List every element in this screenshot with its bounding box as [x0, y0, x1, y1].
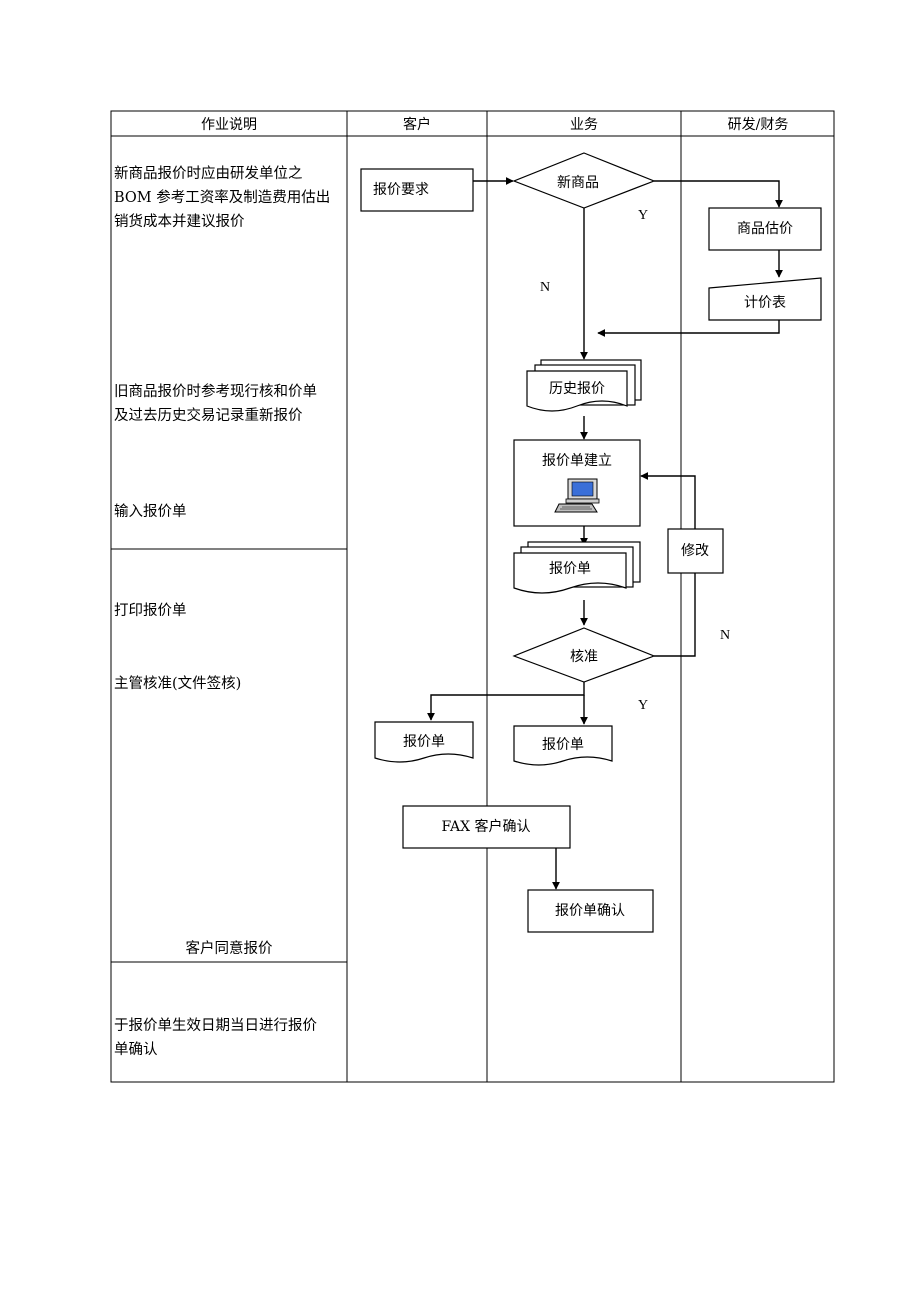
- branch-label-new-no: N: [540, 280, 550, 295]
- header-description: 作业说明: [201, 117, 257, 133]
- approve-decision: 核准: [512, 627, 656, 683]
- approve-label: 核准: [570, 649, 598, 665]
- arrow-new-yes-to-estimate: [654, 180, 783, 208]
- computer-icon: [554, 478, 600, 513]
- history-quotes-label: 历史报价: [549, 381, 605, 397]
- desc-customer-agrees: 客户同意报价: [186, 939, 273, 957]
- fax-confirm-node: FAX 客户确认: [402, 805, 571, 849]
- swimlane-table: [110, 110, 835, 1083]
- desc-new-product-line2: BOM 参考工资率及制造费用估出: [114, 189, 330, 206]
- customer-quote-copy-label: 报价单: [403, 734, 445, 750]
- quote-doc-label: 报价单: [549, 561, 591, 577]
- header-customer: 客户: [403, 116, 431, 133]
- customer-quote-copy-node: 报价单: [374, 721, 474, 763]
- new-product-label: 新商品: [557, 175, 599, 191]
- quote-confirm-label: 报价单确认: [555, 903, 625, 919]
- quote-request-label: 报价要求: [373, 182, 429, 198]
- header-rd-finance: 研发/财务: [728, 117, 789, 133]
- product-estimate-node: 商品估价: [708, 207, 822, 251]
- revise-node: 修改: [667, 528, 724, 574]
- pricing-table-node: 计价表: [708, 277, 822, 321]
- arrow-pricing-to-main: [597, 320, 780, 337]
- arrow-approve-to-customer-copy: [427, 682, 585, 721]
- fax-confirm-label: FAX 客户确认: [441, 818, 530, 835]
- quote-request-node: 报价要求: [360, 168, 474, 212]
- history-quotes-node: 历史报价: [526, 359, 642, 412]
- business-quote-copy-node: 报价单: [513, 725, 613, 766]
- pricing-table-label: 计价表: [744, 295, 786, 311]
- desc-new-product-line3: 销货成本并建议报价: [114, 213, 245, 230]
- product-estimate-label: 商品估价: [737, 221, 793, 237]
- revise-label: 修改: [681, 543, 709, 559]
- table-border: [110, 110, 835, 1083]
- quote-doc-node: 报价单: [513, 541, 641, 594]
- create-quote-node: 报价单建立: [513, 439, 641, 527]
- desc-old-product-line2: 及过去历史交易记录重新报价: [114, 406, 303, 424]
- desc-old-product-line1: 旧商品报价时参考现行核和价单: [114, 383, 317, 400]
- quote-confirm-node: 报价单确认: [527, 889, 654, 933]
- branch-label-approve-yes: Y: [638, 698, 648, 713]
- desc-confirm-line1: 于报价单生效日期当日进行报价: [114, 1017, 317, 1034]
- desc-input-quote: 输入报价单: [114, 503, 187, 520]
- new-product-decision: 新商品: [512, 152, 656, 209]
- desc-new-product-line1: 新商品报价时应由研发单位之: [114, 164, 303, 182]
- desc-print-quote: 打印报价单: [114, 602, 187, 619]
- desc-confirm-line2: 单确认: [114, 1041, 158, 1058]
- connectors: [427, 177, 783, 890]
- branch-label-new-yes: Y: [638, 208, 648, 223]
- branch-label-approve-no: N: [720, 628, 730, 643]
- desc-manager-approval: 主管核准(文件签核): [114, 675, 241, 692]
- header-business: 业务: [570, 117, 598, 133]
- create-quote-label: 报价单建立: [542, 453, 612, 469]
- business-quote-copy-label: 报价单: [542, 737, 584, 753]
